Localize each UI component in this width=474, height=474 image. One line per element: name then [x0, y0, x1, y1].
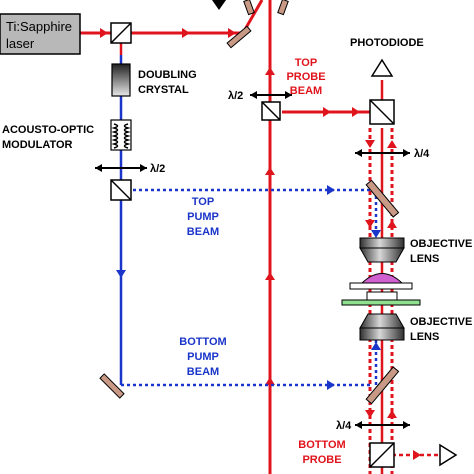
top-partial-optics	[214, 0, 289, 16]
sample-stage	[341, 273, 421, 306]
mirror-top	[226, 25, 252, 49]
dichroic-mirror-bottom	[365, 366, 400, 405]
top-pump-label: TOP PUMP BEAM	[187, 196, 219, 238]
aom-label-line1: ACOUSTO-OPTIC	[2, 124, 94, 136]
bottom-pump-line3: BEAM	[187, 366, 219, 378]
bottom-pump-line1: BOTTOM	[179, 336, 226, 348]
top-pump-line3: BEAM	[187, 226, 219, 238]
ti-sapphire-laser: Ti:Sapphire laser	[0, 13, 81, 55]
quarter-wave-bottom-label: λ/4	[336, 420, 352, 432]
half-wave-mid-label: λ/2	[228, 90, 243, 102]
half-wave-left-label: λ/2	[150, 163, 165, 175]
top-probe-line3: BEAM	[290, 85, 322, 97]
aom-label-line2: MODULATOR	[2, 139, 73, 151]
top-probe-line1: TOP	[295, 57, 317, 69]
half-wave-plate-left: λ/2	[95, 163, 165, 175]
beamsplitter-cube-middle	[261, 101, 281, 121]
probe-arrows	[100, 28, 421, 460]
dichroic-mirror-top	[365, 179, 400, 218]
objective-lens-top: OBJECTIVE LENS	[359, 237, 472, 265]
quarter-wave-plate-top: λ/4	[355, 148, 430, 160]
bottom-pump-label: BOTTOM PUMP BEAM	[179, 336, 226, 378]
photodiode-bottom-icon	[439, 443, 458, 467]
top-probe-line2: PROBE	[286, 71, 325, 83]
photodiode: PHOTODIODE	[350, 37, 424, 77]
top-pump-line2: PUMP	[187, 211, 219, 223]
objective-bottom-line2: LENS	[410, 331, 439, 343]
pump-beam-paths	[119, 55, 378, 387]
quarter-wave-plate-bottom: λ/4	[336, 420, 410, 432]
objective-top-line1: OBJECTIVE	[410, 238, 472, 250]
laser-label-line2: laser	[6, 36, 35, 51]
objective-top-line2: LENS	[410, 253, 439, 265]
bottom-probe-line2: PROBE	[302, 454, 341, 466]
input-arrow-icon	[212, 0, 226, 10]
laser-label-line1: Ti:Sapphire	[6, 19, 72, 34]
mirror-bottom-left	[99, 373, 125, 399]
beamsplitter-cube-right-top	[369, 99, 395, 125]
objective-bottom-line1: OBJECTIVE	[410, 316, 472, 328]
photodiode-icon	[370, 58, 394, 77]
bottom-probe-label: BOTTOM PROBE	[298, 439, 345, 466]
bottom-probe-line1: BOTTOM	[298, 439, 345, 451]
doubling-label-line1: DOUBLING	[138, 69, 197, 81]
acousto-optic-modulator: ACOUSTO-OPTIC MODULATOR	[2, 119, 132, 151]
beamsplitter-cube-laser	[110, 22, 132, 44]
half-wave-plate-middle: λ/2	[228, 90, 292, 102]
objective-lens-bottom: OBJECTIVE LENS	[359, 313, 472, 343]
pump-arrows	[116, 185, 381, 390]
doubling-crystal: DOUBLING CRYSTAL	[111, 63, 197, 97]
beamsplitter-cube-pump	[110, 179, 132, 201]
photodiode-label: PHOTODIODE	[350, 37, 424, 49]
quarter-wave-top-label: λ/4	[414, 148, 430, 160]
beamsplitter-cube-right-bottom	[369, 442, 395, 468]
bottom-pump-line2: PUMP	[187, 351, 219, 363]
top-pump-line1: TOP	[192, 196, 214, 208]
doubling-label-line2: CRYSTAL	[138, 84, 189, 96]
top-probe-label: TOP PROBE BEAM	[286, 57, 325, 97]
